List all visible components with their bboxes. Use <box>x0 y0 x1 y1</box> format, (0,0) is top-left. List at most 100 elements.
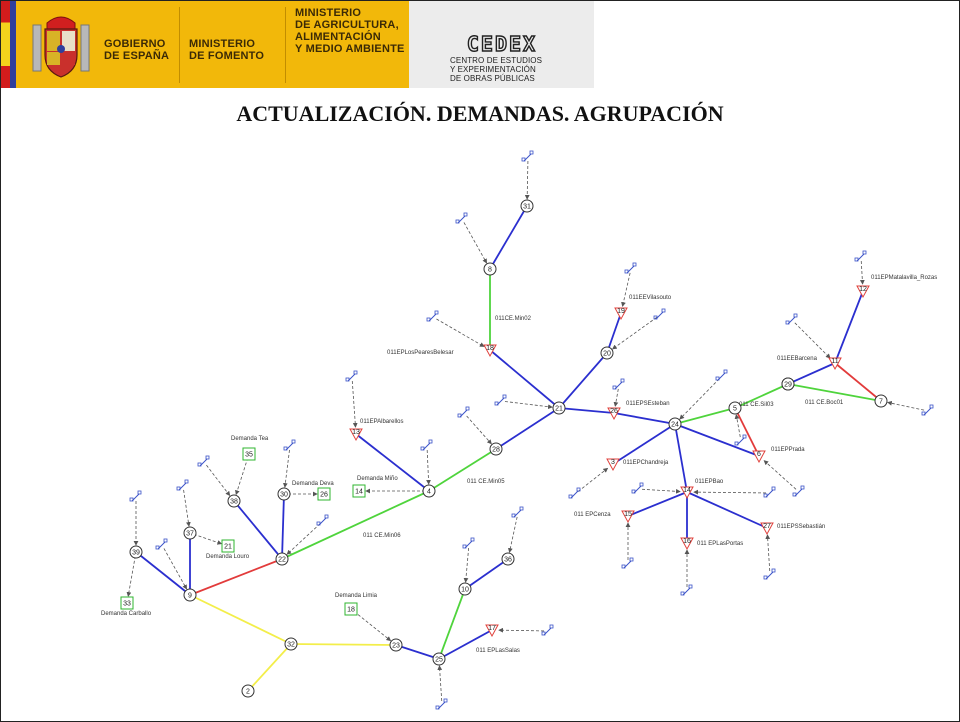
junction-node-10[interactable]: 10 <box>458 582 472 596</box>
inflow-icon <box>715 369 728 381</box>
demand-node-35[interactable]: 35 <box>242 447 256 461</box>
cedex-panel <box>409 1 594 88</box>
flow-arrow <box>436 318 485 347</box>
junction-node-36[interactable]: 36 <box>501 552 515 566</box>
flow-arrow <box>351 380 358 428</box>
node-number: 29 <box>784 382 792 389</box>
reservoir-node-17[interactable]: 17 <box>485 624 499 638</box>
junction-node-28[interactable]: 28 <box>489 442 503 456</box>
reservoir-node-26[interactable]: 26 <box>607 407 621 421</box>
link-n39-n9 <box>135 551 191 596</box>
node-name-label: 011EEVilasouto <box>629 295 672 301</box>
junction-node-7[interactable]: 7 <box>874 394 888 408</box>
node-number: 38 <box>230 499 238 506</box>
node-name-label: 011 EPCenza <box>574 512 611 518</box>
flow-arrow <box>794 322 831 359</box>
flow-arrow <box>466 415 492 445</box>
junction-node-39[interactable]: 39 <box>129 545 143 559</box>
node-number: 10 <box>461 587 469 594</box>
agricultura-line-2: DE AGRICULTURA, <box>295 19 399 31</box>
inflow-icon <box>511 506 524 518</box>
junction-node-4[interactable]: 4 <box>422 484 436 498</box>
junction-node-29[interactable]: 29 <box>781 377 795 391</box>
link-n7-n29 <box>787 383 882 402</box>
reservoir-node-27[interactable]: 27 <box>760 522 774 536</box>
node-name-label: 011 EPLasPortas <box>697 541 743 547</box>
junction-node-9[interactable]: 9 <box>183 588 197 602</box>
inflow-icon <box>785 313 798 325</box>
link-r11-n29 <box>787 362 836 385</box>
junction-node-20[interactable]: 20 <box>600 346 614 360</box>
node-number: 26 <box>610 408 618 415</box>
flow-arrow <box>524 160 530 200</box>
reservoir-node-18[interactable]: 18 <box>483 344 497 358</box>
link-r19-n20 <box>606 312 622 354</box>
junction-node-30[interactable]: 30 <box>277 487 291 501</box>
junction-node-31[interactable]: 31 <box>520 199 534 213</box>
link-n9-n32 <box>189 594 292 645</box>
junction-node-8[interactable]: 8 <box>483 262 497 276</box>
node-number: 3 <box>611 459 615 466</box>
junction-node-21[interactable]: 21 <box>552 401 566 415</box>
junction-node-23[interactable]: 23 <box>389 638 403 652</box>
header-divider <box>179 7 180 83</box>
reservoir-node-15[interactable]: 15 <box>621 510 635 524</box>
agricultura-line-4: Y MEDIO AMBIENTE <box>295 43 405 55</box>
reservoir-node-12[interactable]: 12 <box>856 285 870 299</box>
inflow-icon <box>435 698 448 710</box>
reservoir-node-3[interactable]: 3 <box>606 458 620 472</box>
reservoir-node-19[interactable]: 19 <box>614 307 628 321</box>
reservoir-node-6[interactable]: 6 <box>752 450 766 464</box>
junction-node-5[interactable]: 5 <box>728 401 742 415</box>
demand-node-18[interactable]: 18 <box>344 602 358 616</box>
node-number: 23 <box>392 643 400 650</box>
cedex-sub-line-2: Y EXPERIMENTACIÓN <box>450 65 536 74</box>
reservoir-node-16[interactable]: 16 <box>680 537 694 551</box>
demand-node-14[interactable]: 14 <box>352 484 366 498</box>
link-label: 011 CE.Boc01 <box>805 400 844 406</box>
inflow-icon <box>462 537 475 549</box>
link-r13-n4 <box>355 433 430 492</box>
demand-node-33[interactable]: 33 <box>120 596 134 610</box>
cedex-sub-line-1: CENTRO DE ESTUDIOS <box>450 56 543 65</box>
gobierno-line-1: GOBIERNO <box>104 38 166 50</box>
node-number: 22 <box>278 557 286 564</box>
junction-node-37[interactable]: 37 <box>183 526 197 540</box>
link-n22-n9 <box>189 558 283 596</box>
inflow-icon <box>624 262 637 274</box>
reservoir-node-13[interactable]: 13 <box>349 428 363 442</box>
node-name-label: 011EPLosPearesBelesar <box>387 350 454 356</box>
link-n24-r26 <box>613 412 676 425</box>
inflow-icon <box>653 308 666 320</box>
junction-node-22[interactable]: 22 <box>275 552 289 566</box>
node-number: 5 <box>733 406 737 413</box>
node-number: 20 <box>603 351 611 358</box>
link-n4-n22 <box>281 490 430 560</box>
reservoir-node-14[interactable]: 14 <box>680 486 694 500</box>
inflow-icon <box>631 482 644 494</box>
inflow-icon <box>568 487 581 499</box>
reservoir-node-11[interactable]: 11 <box>828 357 842 371</box>
node-name-label: Demanda Deva <box>292 481 334 487</box>
junction-node-24[interactable]: 24 <box>668 417 682 431</box>
demand-node-26[interactable]: 26 <box>317 487 331 501</box>
node-name-label: Demanda Tea <box>231 436 269 442</box>
junction-node-32[interactable]: 32 <box>284 637 298 651</box>
gobierno-text: GOBIERNO DE ESPAÑA <box>104 38 169 62</box>
node-name-label: 011 EPLasSalas <box>476 648 520 654</box>
flow-arrow <box>859 260 865 285</box>
node-number: 17 <box>488 625 496 632</box>
link-r3-n24 <box>612 423 676 465</box>
flag-strip <box>1 1 10 88</box>
node-number: 31 <box>523 204 531 211</box>
link-n5-n24 <box>674 407 736 425</box>
junction-node-2[interactable]: 2 <box>241 684 255 698</box>
junction-node-25[interactable]: 25 <box>432 652 446 666</box>
node-name-label: 011EPPrada <box>771 447 805 453</box>
junction-node-38[interactable]: 38 <box>227 494 241 508</box>
coat-of-arms-icon <box>32 16 90 78</box>
link-r18-n21 <box>489 349 560 409</box>
inflow-icon <box>197 455 210 467</box>
demand-node-21[interactable]: 21 <box>221 539 235 553</box>
